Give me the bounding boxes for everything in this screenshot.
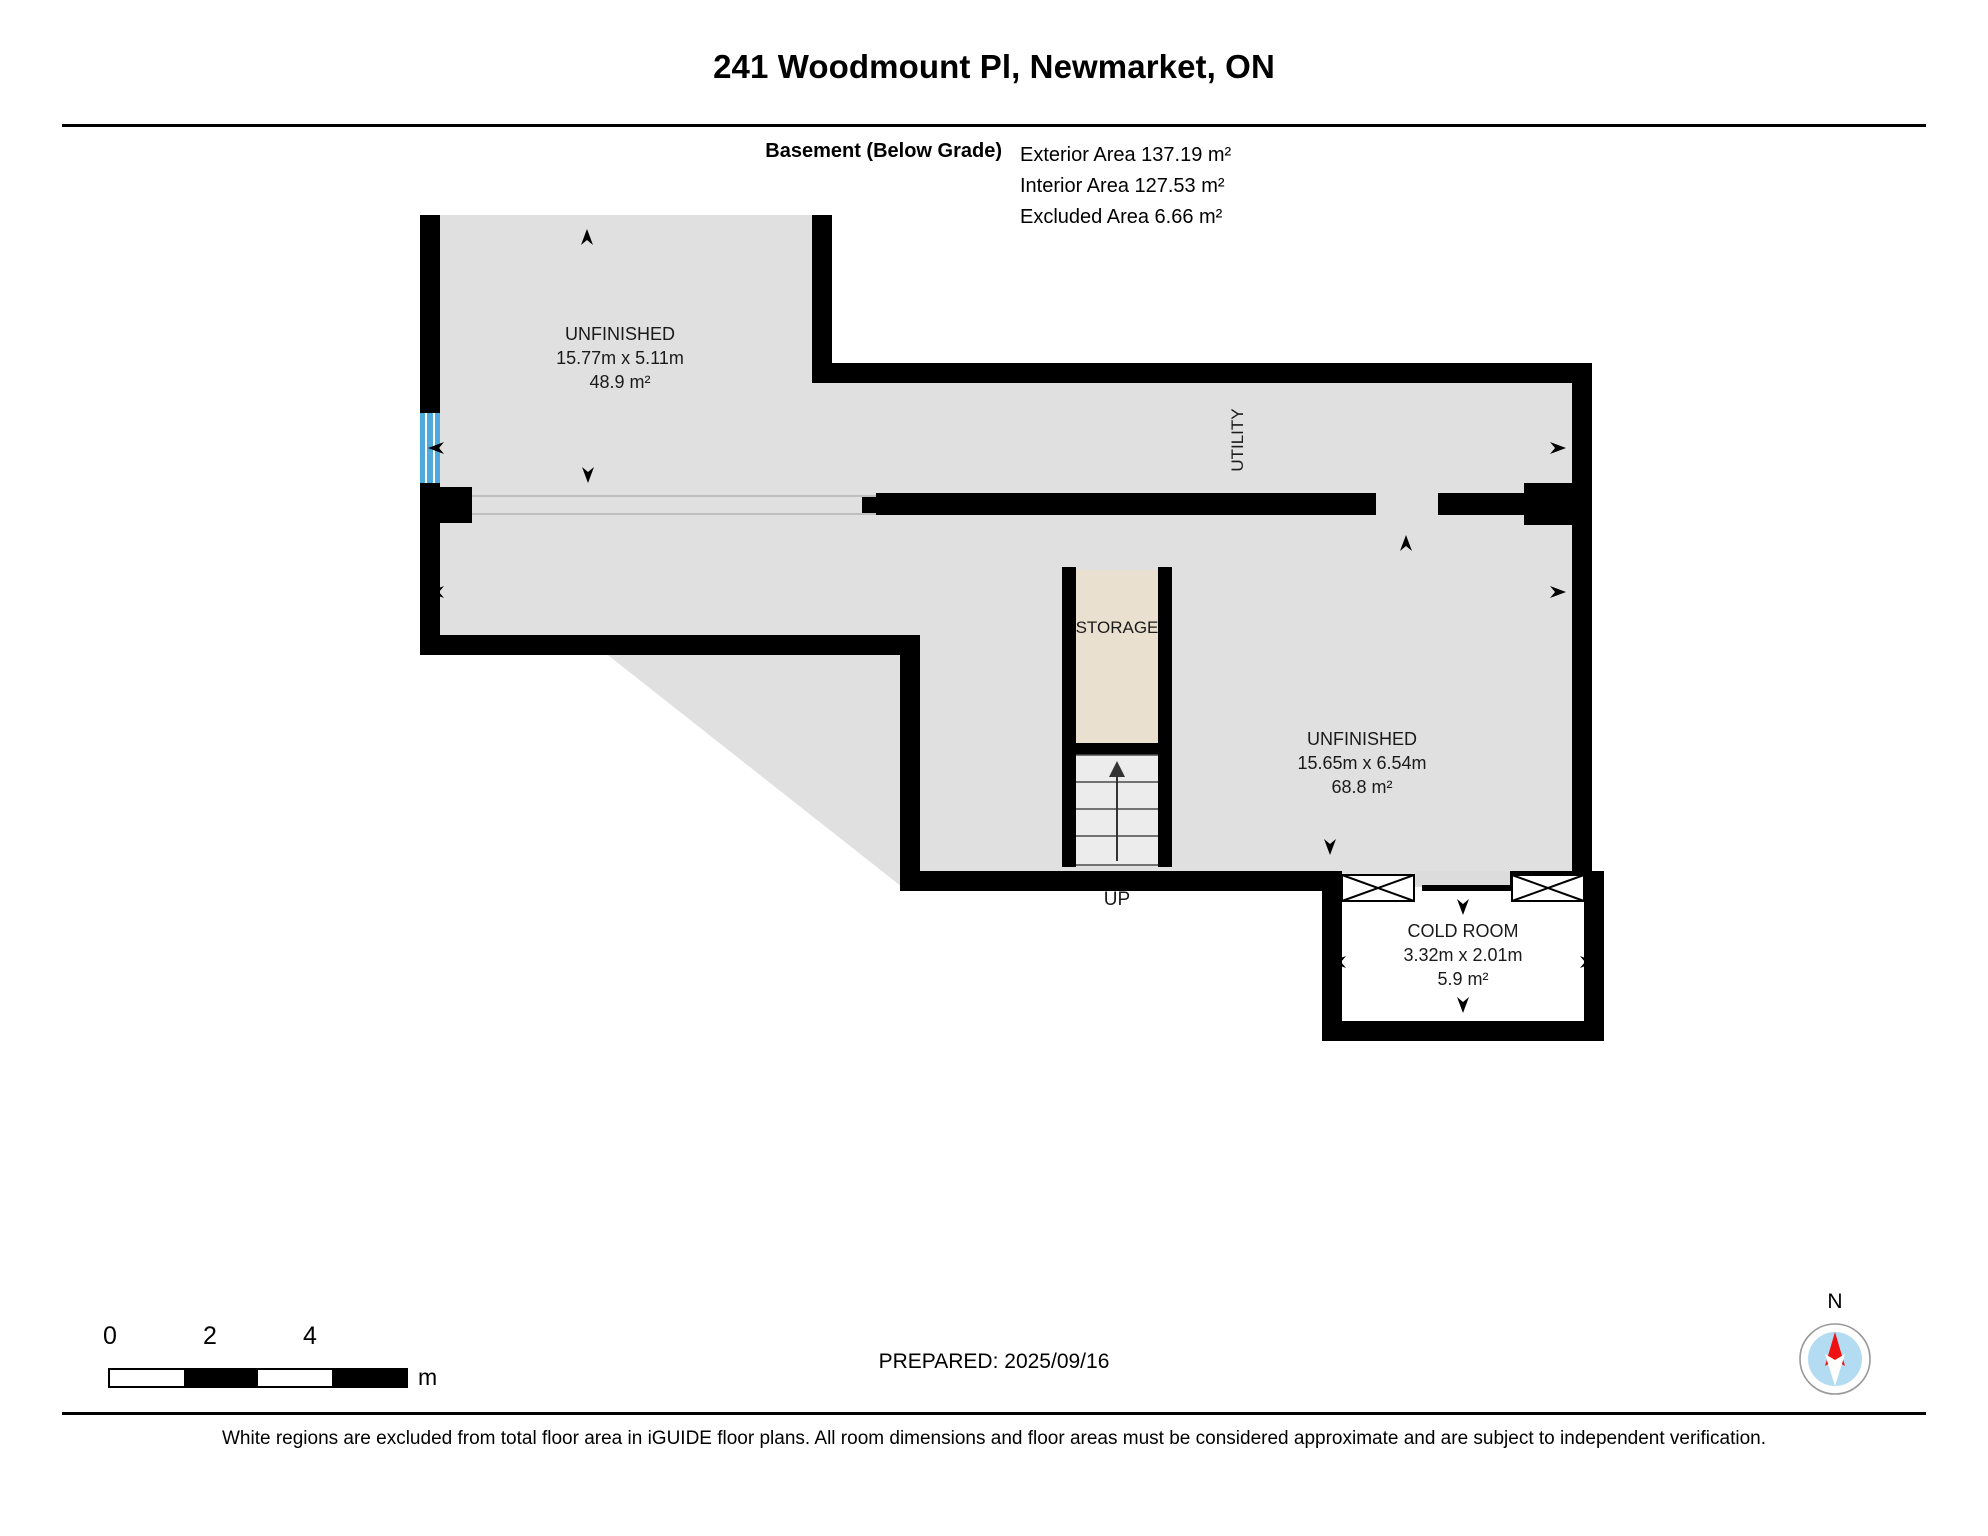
scale-bar bbox=[108, 1368, 408, 1388]
dimension-arrows bbox=[428, 229, 1596, 1013]
cold-room-door-opening bbox=[1416, 871, 1510, 885]
footer-divider bbox=[62, 1412, 1926, 1415]
scale-tick-4: 4 bbox=[303, 1322, 317, 1350]
area-summary: Basement (Below Grade) Exterior Area 137… bbox=[740, 140, 1440, 233]
exterior-area: Exterior Area 137.19 m² bbox=[1020, 144, 1232, 166]
interior-walls bbox=[430, 483, 1590, 525]
level-label: Basement (Below Grade) bbox=[765, 140, 1002, 162]
disclaimer-text: White regions are excluded from total fl… bbox=[221, 1428, 1767, 1449]
compass-needle-south bbox=[1825, 1354, 1845, 1386]
room-label-utility: UTILITY bbox=[1228, 408, 1247, 471]
room-label-cold-room: COLD ROOM 3.32m x 2.01m 5.9 m² bbox=[1403, 921, 1522, 989]
scale-tick-0: 0 bbox=[103, 1322, 117, 1350]
cold-room-window-left bbox=[1341, 874, 1415, 902]
stairs-up-label: UP bbox=[1104, 889, 1130, 910]
room-dimensions: 15.77m x 5.11m bbox=[556, 348, 684, 368]
room-area: 5.9 m² bbox=[1437, 969, 1488, 989]
scale-segment-2 bbox=[184, 1370, 258, 1386]
beam-opening bbox=[472, 495, 876, 515]
interior-area: Interior Area 127.53 m² bbox=[1020, 175, 1225, 197]
room-storage bbox=[1062, 567, 1172, 755]
scale-segment-3 bbox=[258, 1370, 332, 1386]
scale-tick-2: 2 bbox=[203, 1322, 217, 1350]
room-label-unfinished-lower: UNFINISHED 15.65m x 6.54m 68.8 m² bbox=[1297, 729, 1426, 797]
page-title: 241 Woodmount Pl, Newmarket, ON bbox=[713, 48, 1275, 85]
room-dimensions: 3.32m x 2.01m bbox=[1403, 945, 1522, 965]
compass-rose bbox=[1798, 1322, 1872, 1396]
floor-plan-drawing: UNFINISHED 15.77m x 5.11m 48.9 m² UNFINI… bbox=[0, 215, 1988, 1305]
room-name: COLD ROOM bbox=[1407, 921, 1518, 941]
scale-tick-labels: 0 2 4 bbox=[78, 1322, 438, 1352]
scale-segment-1 bbox=[110, 1370, 184, 1386]
floor-plan-svg: UNFINISHED 15.77m x 5.11m 48.9 m² UNFINI… bbox=[420, 215, 1604, 1041]
room-area: 48.9 m² bbox=[589, 372, 650, 392]
room-dimensions: 15.65m x 6.54m bbox=[1297, 753, 1426, 773]
room-name: UNFINISHED bbox=[565, 324, 675, 344]
compass-north-label: N bbox=[1827, 1290, 1843, 1313]
room-label-unfinished-upper: UNFINISHED 15.77m x 5.11m 48.9 m² bbox=[556, 324, 684, 392]
floor-slab-group bbox=[420, 215, 1592, 889]
excluded-area: Excluded Area 6.66 m² bbox=[1020, 206, 1223, 228]
scale-segment-4 bbox=[332, 1370, 406, 1386]
stairs bbox=[1062, 747, 1172, 867]
room-area: 68.8 m² bbox=[1331, 777, 1392, 797]
room-name: UNFINISHED bbox=[1307, 729, 1417, 749]
room-label-storage: STORAGE bbox=[1076, 618, 1159, 637]
cold-room-window-right bbox=[1511, 874, 1585, 902]
scale-unit-label: m bbox=[418, 1364, 438, 1390]
cold-room-walls bbox=[1322, 871, 1604, 1041]
prepared-date: PREPARED: 2025/09/16 bbox=[878, 1350, 1110, 1373]
header-divider bbox=[62, 124, 1926, 127]
